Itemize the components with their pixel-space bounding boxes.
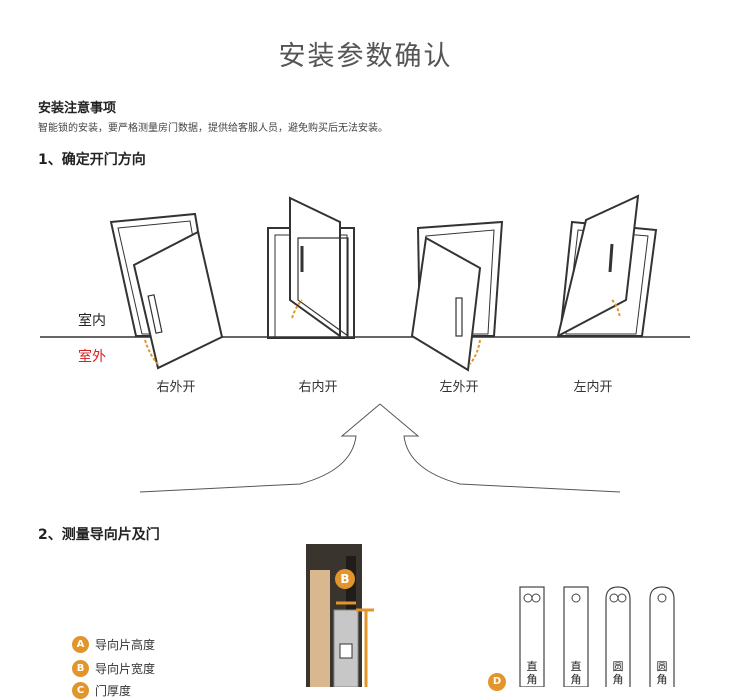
notes-heading: 安装注意事项	[38, 101, 117, 116]
badge-a-icon: A	[72, 636, 89, 653]
section-1-heading: 1、确定开门方向	[38, 152, 146, 168]
strike-type-label: 直角	[570, 660, 582, 686]
strike-plate-round-1	[605, 586, 631, 687]
strike-plate-square-1	[519, 586, 545, 687]
strike-plate-round-2	[649, 586, 675, 687]
door-right-inward	[267, 196, 355, 339]
section-2-heading: 2、测量导向片及门	[38, 527, 160, 543]
lock-side-diagram	[306, 544, 374, 687]
door-type-label: 左外开	[439, 380, 479, 395]
badge-b-icon: B	[72, 660, 89, 677]
door-type-label: 右内开	[298, 380, 338, 395]
strike-type-label: 圆角	[656, 660, 668, 686]
door-left-inward	[556, 194, 658, 338]
door-direction-diagram	[40, 194, 690, 493]
page-title: 安装参数确认	[278, 41, 453, 72]
label-indoor: 室内	[78, 313, 106, 329]
diagram-badge-b: B	[335, 569, 355, 589]
legend-item-c: C 门厚度	[72, 682, 131, 699]
diagram-badge-d: D	[488, 673, 506, 691]
strike-plate-types	[519, 586, 675, 687]
strike-plate-square-2	[563, 586, 589, 687]
notes-body: 智能锁的安装，要严格测量房门数据，提供给客服人员，避免购买后无法安装。	[38, 123, 388, 134]
legend-label: 门厚度	[95, 684, 132, 698]
badge-c-icon: C	[72, 682, 89, 699]
legend-item-b: B 导向片宽度	[72, 660, 155, 677]
door-type-label: 右外开	[156, 380, 196, 395]
strike-type-label: 圆角	[612, 660, 624, 686]
label-outdoor: 室外	[78, 349, 106, 365]
door-type-label: 左内开	[573, 380, 613, 395]
strike-type-label: 直角	[526, 660, 538, 686]
door-left-outward	[410, 220, 504, 372]
legend-label: 导向片高度	[95, 638, 156, 652]
connector-arrow	[139, 403, 621, 493]
legend-label: 导向片宽度	[95, 662, 156, 676]
door-right-outward	[109, 212, 224, 370]
legend-item-a: A 导向片高度	[72, 636, 155, 653]
